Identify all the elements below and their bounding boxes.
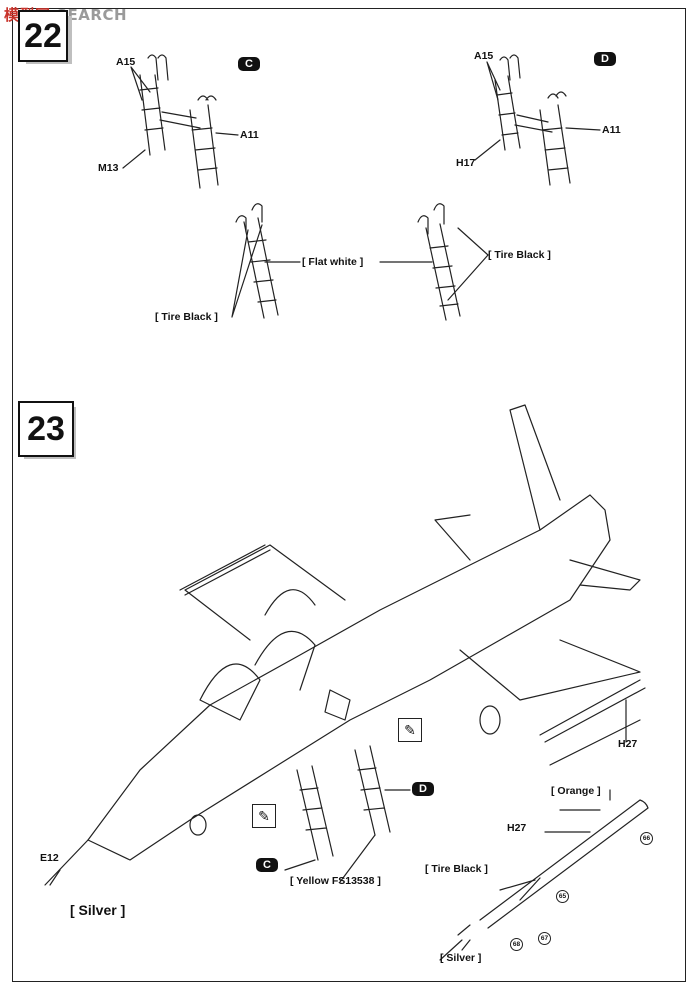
step-number-23: 23 (18, 401, 74, 457)
paint-callout-tire-black: [ Tire Black ] (425, 863, 488, 875)
paint-callout-tire-black-left: [ Tire Black ] (155, 311, 218, 323)
paint-callout-yellow: [ Yellow FS13538 ] (290, 875, 381, 887)
glue-cement-icon: ✎ (398, 718, 422, 742)
glue-cement-icon-2: ✎ (252, 804, 276, 828)
part-label-e12: E12 (40, 852, 59, 864)
paint-callout-tire-black-right: [ Tire Black ] (488, 249, 551, 261)
part-label-a15: A15 (116, 56, 136, 68)
page-frame (12, 8, 686, 982)
step-number-23-text: 23 (27, 409, 65, 448)
painted-ladder-right (417, 203, 461, 321)
paint-callout-silver-probe: [ Silver ] (440, 952, 482, 964)
part-label-a15-d: A15 (474, 50, 494, 62)
gun-barrel-illustration (439, 799, 649, 961)
part-label-a11: A11 (240, 129, 259, 141)
watermark-en: SEARCH (56, 6, 128, 24)
part-label-h27-bottom: H27 (507, 822, 527, 834)
part-label-m13: M13 (98, 162, 119, 174)
paint-ref-68: 68 (510, 938, 523, 951)
step-number-22-text: 22 (24, 16, 62, 55)
assembly-badge-c: C (256, 858, 278, 872)
part-label-h27-top: H27 (618, 738, 638, 750)
ladder-c-illustration (139, 54, 219, 189)
paint-callout-orange: [ Orange ] (551, 785, 601, 797)
part-label-h17: H17 (456, 157, 476, 169)
part-label-a11-d: A11 (602, 124, 621, 136)
aircraft-illustration (44, 404, 646, 886)
ladder-d-illustration (494, 54, 571, 186)
paint-ref-65: 65 (556, 890, 569, 903)
paint-callout-silver-nose: [ Silver ] (70, 902, 126, 918)
paint-callout-flat-white: [ Flat white ] (302, 256, 364, 268)
sub-assembly-badge-c: C (238, 57, 260, 71)
assembly-badge-d: D (412, 782, 434, 796)
paint-ref-67: 67 (538, 932, 551, 945)
paint-ref-66: 66 (640, 832, 653, 845)
step-number-22: 22 (18, 10, 68, 62)
sub-assembly-badge-d: D (594, 52, 616, 66)
